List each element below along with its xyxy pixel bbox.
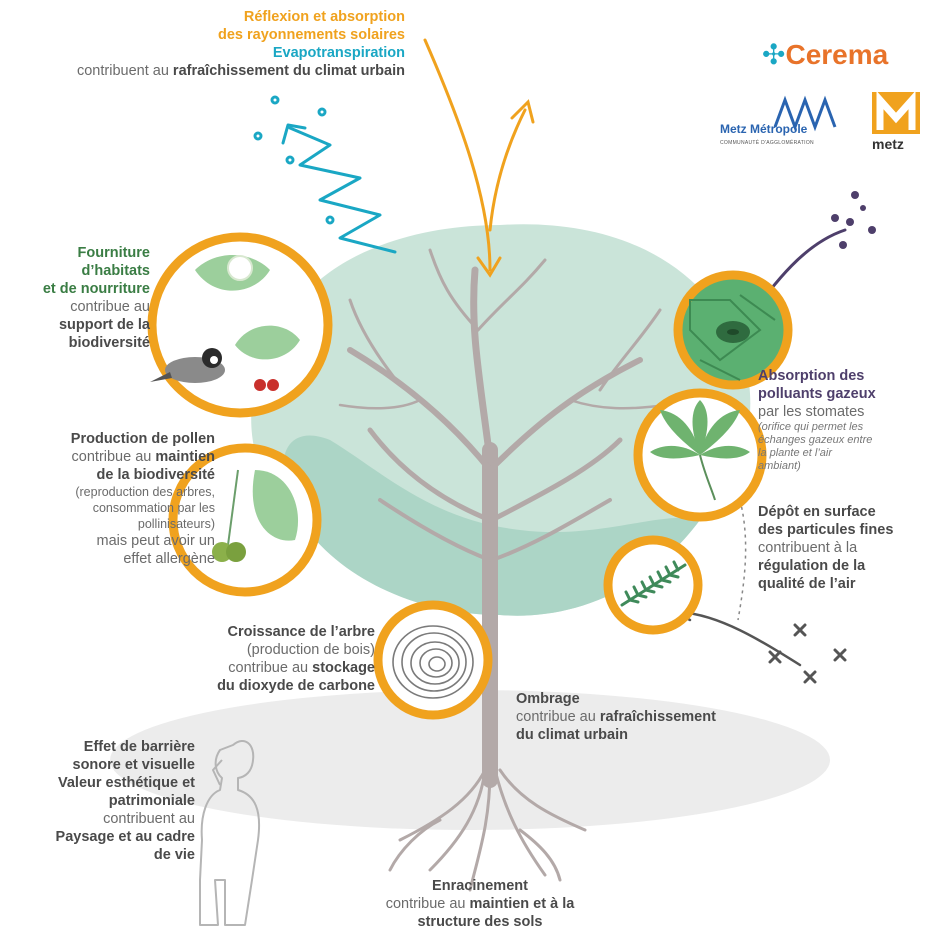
metz-metropole-sub: COMMUNAUTÉ D'AGGLOMÉRATION: [720, 140, 814, 146]
evapotranspiration-arrow: [255, 97, 395, 252]
barriere-l3: Valeur esthétique et: [5, 774, 195, 792]
habitat-l3: et de nourriture: [10, 280, 150, 298]
enracinement-l2: contribue au maintien et à la: [330, 895, 630, 913]
metz-metropole-label: Metz Métropole: [720, 122, 807, 136]
absorption-l5: échanges gazeux entre: [758, 434, 923, 447]
top-line4: contribuent au rafraîchissement du clima…: [60, 62, 405, 80]
top-text: Réflexion et absorption des rayonnements…: [60, 8, 405, 80]
absorption-l6: la plante et l’air: [758, 447, 923, 460]
depot-l1: Dépôt en surface: [758, 503, 923, 521]
barriere-l7: de vie: [5, 846, 195, 864]
ombrage-text: Ombrage contribue au rafraîchissement du…: [516, 690, 776, 744]
chestnut-leaf-circle: [638, 393, 762, 517]
enracinement-l3: structure des sols: [330, 913, 630, 931]
absorption-l3: par les stomates: [758, 403, 923, 421]
barriere-l4: patrimoniale: [5, 792, 195, 810]
habitat-l1: Fourniture: [10, 244, 150, 262]
pollen-l6: pollinisateurs): [5, 516, 215, 532]
croissance-l2: (production de bois): [190, 641, 375, 659]
top-line3: Evapotranspiration: [60, 44, 405, 62]
pollen-l2-bold: maintien: [155, 449, 215, 465]
depot-l5: qualité de l’air: [758, 575, 923, 593]
pollen-text: Production de pollen contribue au mainti…: [5, 430, 215, 568]
top-line2: des rayonnements solaires: [60, 26, 405, 44]
enracinement-l2-bold: maintien et à la: [470, 896, 575, 912]
cerema-icon: ✣: [762, 39, 785, 70]
top-line4-pre: contribuent au: [77, 63, 173, 79]
cerema-logo: ✣Cerema: [762, 38, 888, 71]
depot-l3: contribuent à la: [758, 539, 923, 557]
croissance-l4: du dioxyde de carbone: [190, 677, 375, 695]
depot-l4: régulation de la: [758, 557, 923, 575]
barriere-l1: Effet de barrière: [5, 738, 195, 756]
croissance-l3-pre: contribue au: [228, 660, 312, 676]
ombrage-l3: du climat urbain: [516, 726, 776, 744]
wood-rings-circle: [378, 605, 488, 715]
barriere-l5: contribuent au: [5, 810, 195, 828]
depot-l2: des particules fines: [758, 521, 923, 539]
pollen-l2-pre: contribue au: [72, 449, 156, 465]
pollen-l2: contribue au maintien: [5, 448, 215, 466]
cherry-icon: [254, 379, 266, 391]
pollen-l7: mais peut avoir un: [5, 532, 215, 550]
absorption-l1: Absorption des: [758, 367, 923, 385]
enracinement-l1: Enracinement: [330, 877, 630, 895]
enracinement-text: Enracinement contribue au maintien et à …: [330, 877, 630, 931]
enracinement-l2-pre: contribue au: [386, 896, 470, 912]
metz-logo: [872, 92, 920, 134]
top-line1: Réflexion et absorption: [60, 8, 405, 26]
cerema-label: Cerema: [785, 39, 888, 70]
croissance-l3-bold: stockage: [312, 660, 375, 676]
pollen-l4: (reproduction des arbres,: [5, 484, 215, 500]
ombrage-l2: contribue au rafraîchissement: [516, 708, 776, 726]
habitat-l2: d’habitats: [10, 262, 150, 280]
absorption-l7: ambiant): [758, 460, 923, 473]
barriere-l2: sonore et visuelle: [5, 756, 195, 774]
croissance-text: Croissance de l’arbre (production de boi…: [190, 623, 375, 695]
habitat-l6: biodiversité: [10, 334, 150, 352]
dashed-line: [738, 500, 746, 620]
pollen-l8: effet allergène: [5, 550, 215, 568]
ombrage-l2-bold: rafraîchissement: [600, 709, 716, 725]
croissance-l3: contribue au stockage: [190, 659, 375, 677]
habitat-text: Fourniture d’habitats et de nourriture c…: [10, 244, 150, 352]
depot-text: Dépôt en surface des particules fines co…: [758, 503, 923, 593]
particle-arrow: [675, 604, 800, 665]
barriere-text: Effet de barrière sonore et visuelle Val…: [5, 738, 195, 864]
absorption-l4: (orifice qui permet les: [758, 421, 923, 434]
top-line4-bold: rafraîchissement du climat urbain: [173, 63, 405, 79]
barriere-l6: Paysage et au cadre: [5, 828, 195, 846]
croissance-l1: Croissance de l’arbre: [190, 623, 375, 641]
habitat-l5: support de la: [10, 316, 150, 334]
pollen-l3: de la biodiversité: [5, 466, 215, 484]
habitat-l4: contribue au: [10, 298, 150, 316]
absorption-l2: polluants gazeux: [758, 385, 923, 403]
ombrage-l2-pre: contribue au: [516, 709, 600, 725]
conifer-circle: [608, 540, 698, 630]
pollutant-particles-icon: [831, 191, 876, 249]
ombrage-l1: Ombrage: [516, 690, 776, 708]
flower-icon: [228, 256, 252, 280]
pollen-l5: consommation par les: [5, 500, 215, 516]
habitat-circle: [150, 237, 328, 413]
metz-label: metz: [872, 136, 904, 152]
pollen-l1: Production de pollen: [5, 430, 215, 448]
absorption-text: Absorption des polluants gazeux par les …: [758, 367, 923, 473]
